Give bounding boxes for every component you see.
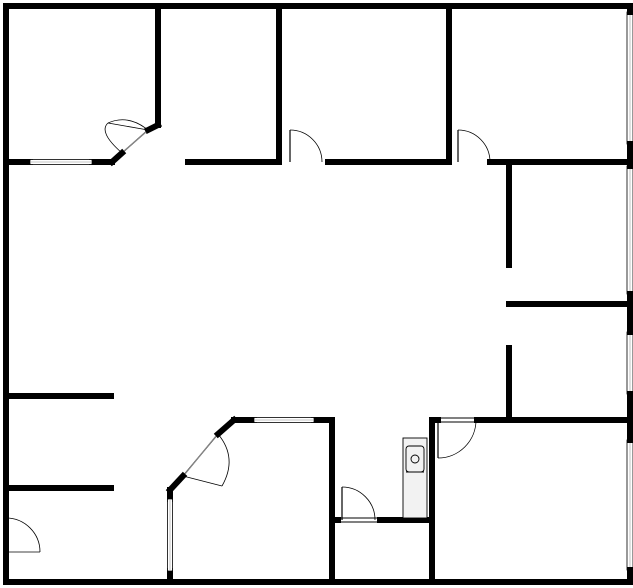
door-bottom-center: [182, 433, 230, 487]
wall-diag-tl-b: [143, 120, 163, 135]
door-left-lower: [5, 517, 41, 553]
wall-diag-tl-a: [107, 148, 127, 167]
interior-glazing: [29, 159, 315, 572]
doors: [5, 119, 491, 553]
door-top-right: [457, 129, 491, 163]
door-top-center: [289, 129, 323, 163]
interior-walls: [3, 3, 633, 585]
sink-icon: [402, 437, 428, 519]
door-right-lower: [437, 417, 477, 459]
wall-diag-bc-a: [213, 415, 239, 439]
door-top-left: [104, 119, 149, 154]
exterior-walls: [3, 3, 633, 585]
door-restroom: [338, 486, 380, 523]
